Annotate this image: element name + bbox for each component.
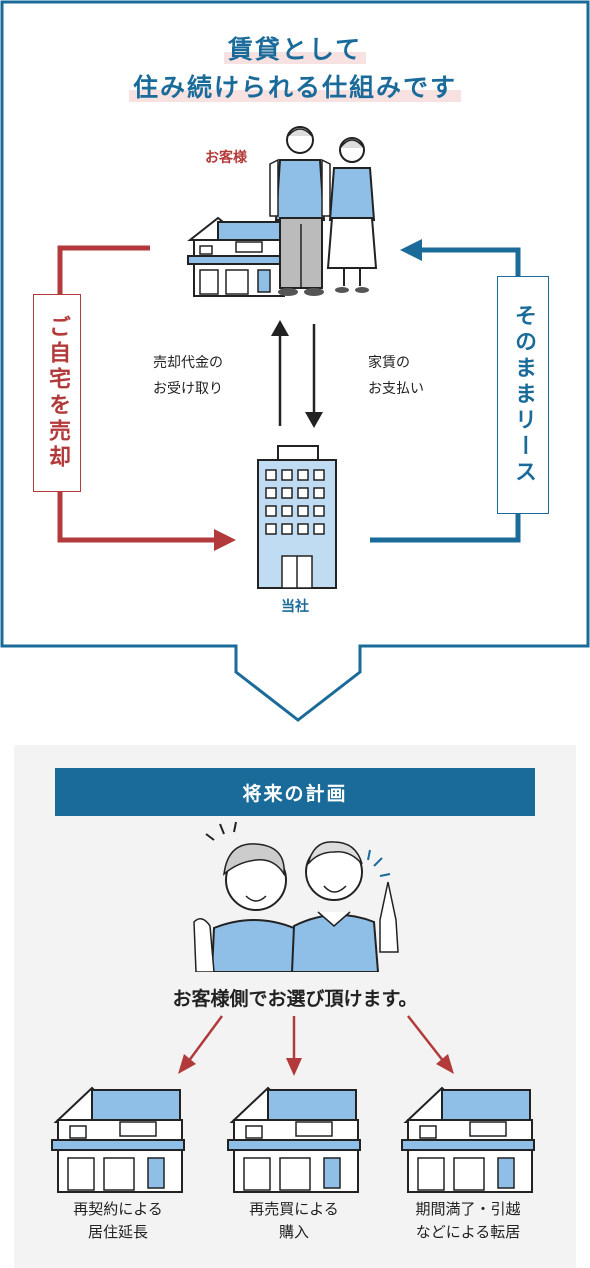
down-arrow-text: 家賃の お支払い (368, 355, 424, 397)
up-arrow-text: 売却代金の お受け取り (153, 355, 223, 397)
title-line-1: 賃貸として (0, 30, 590, 66)
future-plan-banner: 将来の計画 (55, 768, 535, 816)
house-icon-option-3 (401, 1086, 535, 1193)
company-label: 当社 (281, 599, 309, 615)
house-icon (187, 216, 287, 297)
option-repurchase: 再売買による 購入 (249, 1200, 339, 1241)
happy-couple-icon (193, 822, 399, 972)
lease-back-label: そのままリース (497, 276, 549, 514)
money-exchange-arrows (271, 320, 323, 428)
house-icon-option-2 (227, 1086, 361, 1193)
option-move-out: 期間満了・引越 などによる転居 (415, 1200, 521, 1241)
title-line-2: 住み続けられる仕組みです (0, 68, 590, 104)
house-icon-option-1 (51, 1086, 185, 1193)
customer-label: お客様 (205, 150, 247, 166)
sell-home-label: ご自宅を売却 (33, 294, 81, 492)
future-plan-subtitle: お客様側でお選び頂けます。 (172, 988, 418, 1010)
option-extend-stay: 再契約による 居住延長 (73, 1200, 163, 1241)
office-building-icon (257, 445, 337, 589)
elderly-couple-icon (269, 126, 378, 296)
option-arrows (178, 1015, 454, 1076)
